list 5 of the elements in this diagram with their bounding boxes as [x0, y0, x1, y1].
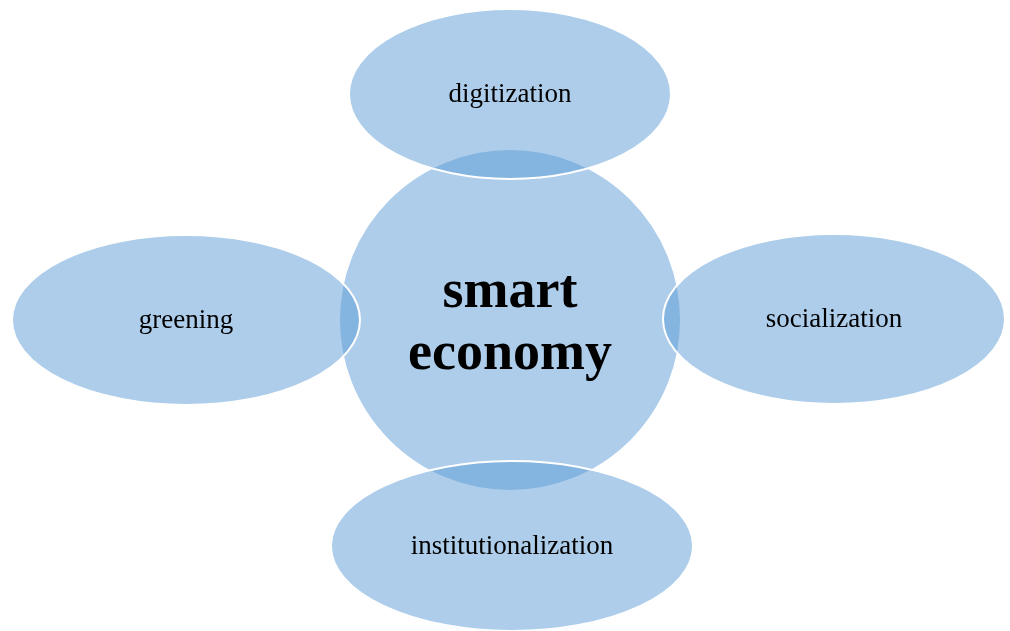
center-title: smart economy: [407, 257, 613, 383]
node-label: greening: [138, 304, 234, 336]
node-label: institutionalization: [410, 530, 614, 562]
node-label: digitization: [448, 78, 572, 110]
node-label: socialization: [765, 303, 903, 335]
